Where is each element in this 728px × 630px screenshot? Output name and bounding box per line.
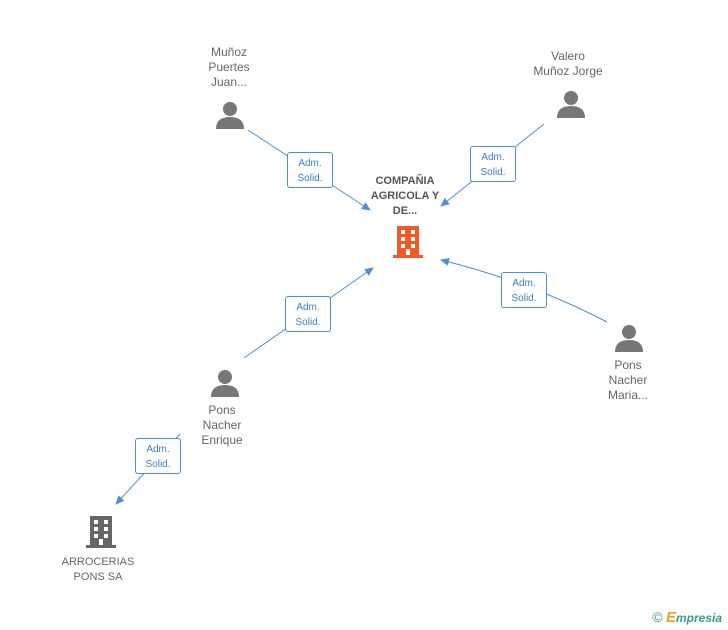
building-icon[interactable] xyxy=(85,514,117,550)
company-name-arrocerias[interactable]: ARROCERIAS PONS SA xyxy=(61,556,135,583)
person-name-pons-enrique[interactable]: Pons Nacher Enrique xyxy=(201,403,243,447)
edge-label-pons-enrique[interactable]: Adm. Solid. xyxy=(285,296,331,332)
edge-label-valero[interactable]: Adm. Solid. xyxy=(470,146,516,182)
copyright-symbol: © xyxy=(652,609,663,625)
edge-label-munoz[interactable]: Adm. Solid. xyxy=(287,152,333,188)
person-icon[interactable] xyxy=(215,101,245,129)
person-icon[interactable] xyxy=(614,324,644,352)
person-name-pons-maria[interactable]: Pons Nacher Maria... xyxy=(607,358,649,402)
brand-logo-text: mpresia xyxy=(675,611,722,625)
building-icon[interactable] xyxy=(392,224,424,260)
person-icon[interactable] xyxy=(210,369,240,397)
edge-label-arrocerias[interactable]: Adm. Solid. xyxy=(135,438,181,474)
person-icon[interactable] xyxy=(556,90,586,118)
copyright-mark: © Empresia xyxy=(652,609,722,626)
edge-label-pons-maria[interactable]: Adm. Solid. xyxy=(501,272,547,308)
person-name-munoz[interactable]: Muñoz Puertes Juan... xyxy=(208,45,250,89)
brand-logo-initial: E xyxy=(665,609,676,626)
person-name-valero[interactable]: Valero Muñoz Jorge xyxy=(533,49,603,78)
center-company-name[interactable]: COMPAÑIA AGRICOLA Y DE... xyxy=(370,175,440,217)
